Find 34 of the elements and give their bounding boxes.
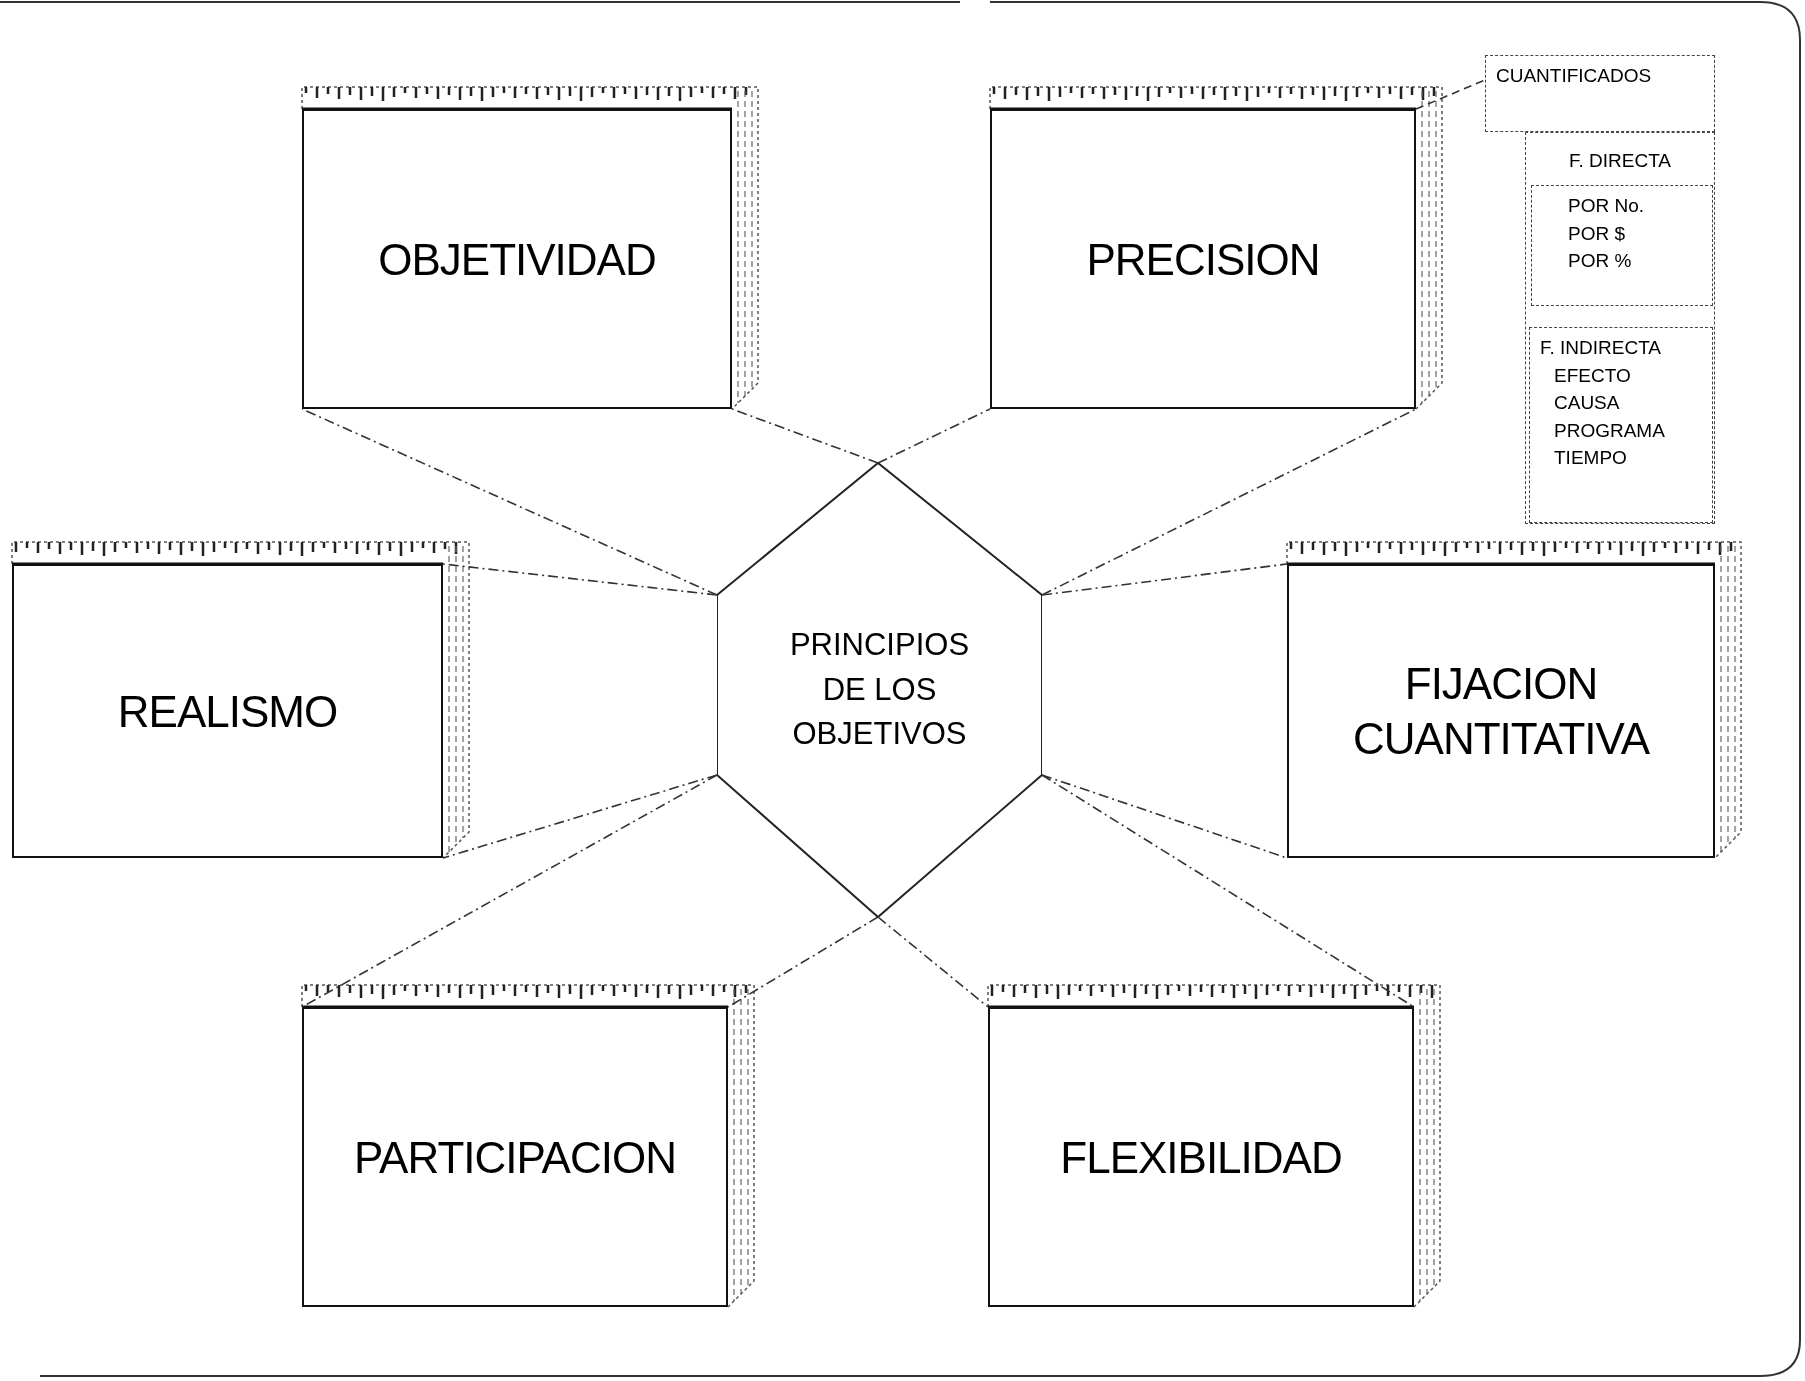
connector-line [1041,408,1417,596]
list-item: POR % [1567,249,1632,274]
node-label: OBJETIVIDAD [378,233,656,286]
connector-line [1415,79,1486,110]
list-item: EFECTO [1553,363,1631,388]
list-item: TIEMPO [1553,446,1627,471]
list-item: POR $ [1567,221,1626,246]
node-label: PRECISION [1086,233,1320,286]
note-box [1531,185,1713,306]
connector-line [1041,774,1415,1008]
note-heading: CUANTIFICADOS [1496,64,1652,88]
note-box [1485,55,1715,132]
note-heading: F. DIRECTA [1568,149,1671,173]
connector-line [731,408,879,464]
connector-line [877,916,989,1008]
note-box [1525,132,1715,524]
note-box [1529,327,1713,523]
node-label: PRINCIPIOS DE LOS OBJETIVOS [788,625,971,754]
node-label: FIJACION CUANTITATIVA [1352,658,1651,765]
node-label: FLEXIBILIDAD [1060,1131,1342,1184]
connector-line [1041,563,1288,596]
list-item: PROGRAMA [1553,418,1665,443]
node-label: REALISMO [117,685,338,738]
connector-line [442,563,718,596]
node-label: PARTICIPACION [354,1131,676,1184]
connector-line [301,774,718,1008]
connector-line [877,408,991,464]
note-heading: POR No. [1567,194,1645,218]
center-hexagon [717,463,1042,917]
connector-line [727,916,879,1008]
note-heading: F. INDIRECTA [1540,336,1662,360]
connector-line [1041,774,1288,859]
list-item: CAUSA [1553,391,1620,416]
connector-line [301,408,718,596]
